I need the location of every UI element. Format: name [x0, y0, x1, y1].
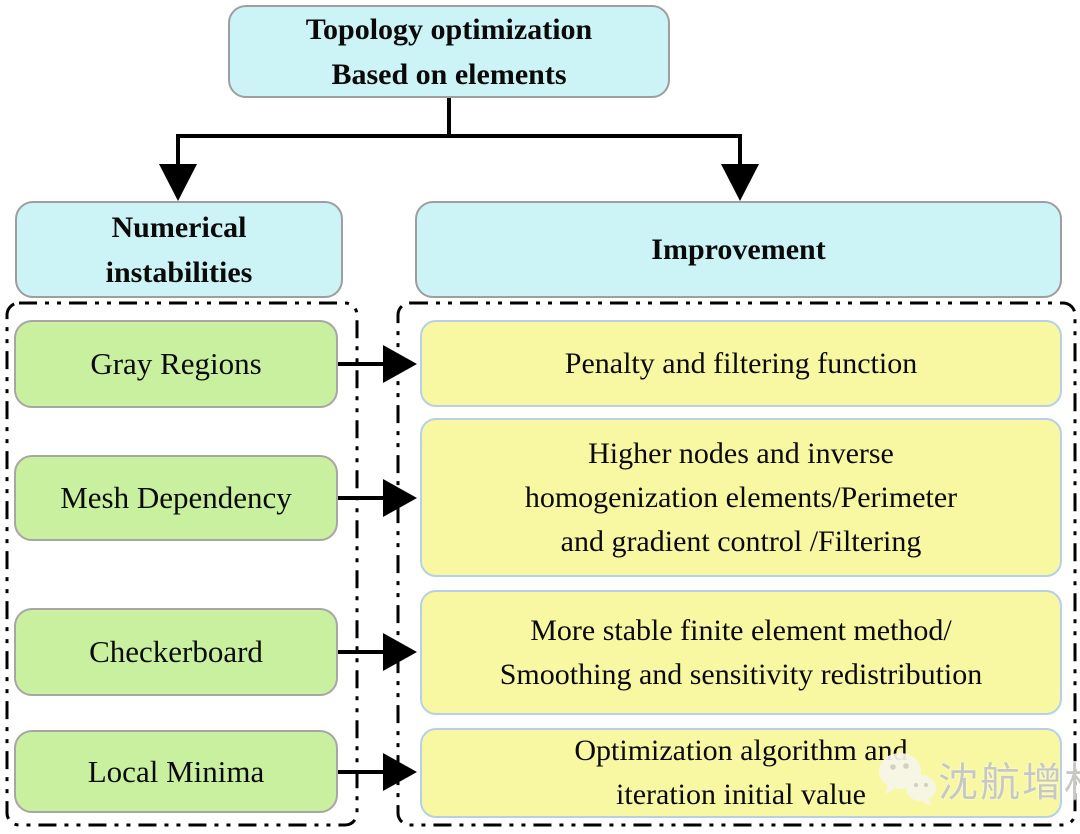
problem-label: Mesh Dependency	[60, 480, 292, 515]
improvement-line: iteration initial value	[616, 778, 866, 811]
header-left-line2: instabilities	[105, 255, 253, 289]
improvement-line: homogenization elements/Perimeter	[524, 480, 958, 514]
improvement-box-mesh-dependency: Higher nodes and inverse homogenization …	[420, 418, 1062, 577]
improvement-box-gray-regions: Penalty and filtering function	[420, 320, 1062, 407]
root-box-line2: Based on elements	[331, 57, 567, 91]
improvement-line: Penalty and filtering function	[564, 346, 918, 380]
improvement-box-checkerboard: More stable finite element method/ Smoot…	[420, 590, 1062, 715]
root-box: Topology optimization Based on elements	[228, 5, 670, 98]
problem-box-gray-regions: Gray Regions	[14, 320, 338, 408]
improvement-line: More stable finite element method/	[530, 613, 952, 647]
improvement-line: Higher nodes and inverse	[588, 436, 894, 470]
problem-label: Local Minima	[87, 753, 265, 789]
flow-arrow-local-minima	[338, 753, 417, 791]
root-connector	[176, 98, 742, 165]
improvement-line: Optimization algorithm and	[574, 734, 908, 767]
improvement-box-local-minima: Optimization algorithm and iteration ini…	[420, 728, 1062, 818]
down-arrowhead-right	[721, 164, 759, 201]
problem-box-mesh-dependency: Mesh Dependency	[14, 455, 338, 541]
improvement-line: and gradient control /Filtering	[560, 524, 922, 558]
flow-arrow-mesh-dependency	[338, 479, 417, 517]
problem-label: Checkerboard	[89, 634, 263, 669]
improvement-line: Smoothing and sensitivity redistribution	[499, 657, 983, 691]
header-right-label: Improvement	[651, 233, 826, 266]
header-numerical-instabilities: Numerical instabilities	[15, 201, 343, 298]
problem-label: Gray Regions	[90, 346, 262, 381]
header-improvement: Improvement	[415, 201, 1062, 298]
problem-box-local-minima: Local Minima	[14, 730, 338, 813]
root-box-line1: Topology optimization	[305, 12, 593, 46]
flow-arrow-checkerboard	[338, 633, 417, 671]
header-left-line1: Numerical	[111, 210, 247, 244]
problem-box-checkerboard: Checkerboard	[14, 608, 338, 696]
flow-arrow-gray-regions	[338, 345, 417, 383]
down-arrowhead-left	[159, 164, 197, 201]
